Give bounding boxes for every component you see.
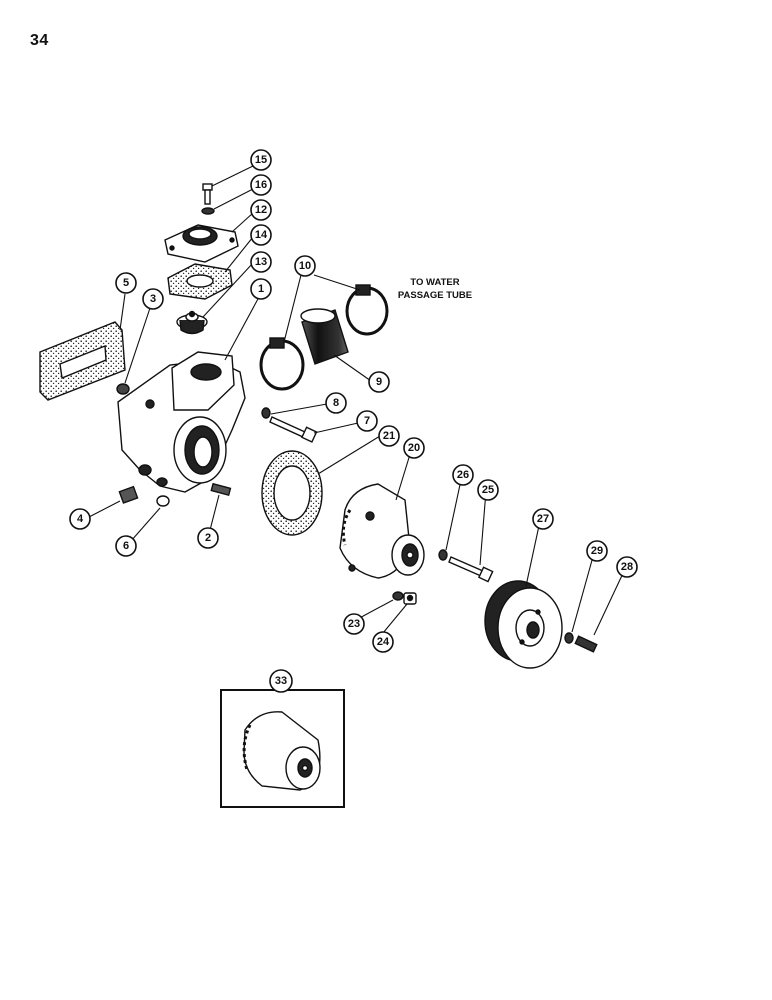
callout-2: 2: [197, 527, 219, 549]
pulley-27: [484, 580, 563, 669]
callout-7: 7: [356, 410, 378, 432]
callout-13: 13: [250, 251, 272, 273]
svg-text:2: 2: [205, 532, 211, 544]
thermostat-housing-12: [164, 224, 239, 263]
note-line-1: TO WATER: [410, 277, 460, 288]
water-passage-note: TO WATER PASSAGE TUBE: [383, 276, 487, 302]
stud-2: [210, 482, 232, 497]
gasket-14: [167, 263, 233, 300]
hose-clamp-10-upper: [345, 284, 389, 336]
washer-23: [392, 591, 404, 601]
washer-16: [201, 207, 215, 215]
svg-text:10: 10: [299, 260, 311, 272]
leader-lines: [88, 165, 626, 636]
callout-28: 28: [616, 556, 638, 578]
plug-3: [116, 383, 130, 395]
svg-text:16: 16: [255, 179, 267, 191]
callout-23: 23: [343, 613, 365, 635]
svg-text:7: 7: [364, 415, 370, 427]
o-ring-6: [156, 495, 170, 507]
washer-8: [261, 407, 271, 419]
svg-text:9: 9: [376, 376, 382, 388]
svg-text:27: 27: [537, 513, 549, 525]
callout-5: 5: [115, 272, 137, 294]
svg-text:13: 13: [255, 256, 267, 268]
svg-text:1: 1: [258, 283, 264, 295]
callout-4: 4: [69, 508, 91, 530]
hose-clamp-10-lower: [259, 337, 305, 391]
bolt-25: [448, 556, 494, 583]
svg-text:5: 5: [123, 277, 129, 289]
thermostat-13: [176, 310, 208, 335]
bolt-7: [269, 416, 318, 443]
callout-8: 8: [325, 392, 347, 414]
pump-housing-1: [117, 351, 246, 493]
svg-text:28: 28: [621, 561, 633, 573]
washer-29: [564, 632, 574, 644]
callout-14: 14: [250, 224, 272, 246]
svg-text:33: 33: [275, 675, 287, 687]
water-pump-20: [339, 483, 425, 579]
callout-3: 3: [142, 288, 164, 310]
gasket-21: [261, 450, 323, 536]
callout-21: 21: [378, 425, 400, 447]
nut-24: [403, 592, 417, 605]
svg-text:23: 23: [348, 618, 360, 630]
callout-20: 20: [403, 437, 425, 459]
svg-text:12: 12: [255, 204, 267, 216]
svg-text:15: 15: [255, 154, 267, 166]
svg-text:4: 4: [77, 513, 84, 525]
svg-text:14: 14: [255, 229, 268, 241]
callout-25: 25: [477, 479, 499, 501]
bolt-28: [574, 635, 598, 653]
callout-33: 33: [269, 669, 293, 693]
callout-16: 16: [250, 174, 272, 196]
plug-4: [118, 485, 139, 504]
svg-text:21: 21: [383, 430, 395, 442]
pump-assembly-33-inset: [220, 689, 345, 808]
page-number: 34: [30, 32, 49, 49]
svg-text:8: 8: [333, 397, 339, 409]
svg-text:3: 3: [150, 293, 156, 305]
svg-text:29: 29: [591, 545, 603, 557]
gasket-5: [39, 321, 126, 401]
callout-29: 29: [586, 540, 608, 562]
note-line-2: PASSAGE TUBE: [397, 290, 473, 301]
svg-text:26: 26: [457, 469, 469, 481]
hose-9: [300, 308, 349, 365]
callout-27: 27: [532, 508, 554, 530]
callout-12: 12: [250, 199, 272, 221]
svg-text:6: 6: [123, 540, 129, 552]
washer-26: [438, 549, 448, 561]
callout-1: 1: [250, 278, 272, 300]
callout-26: 26: [452, 464, 474, 486]
callout-15: 15: [250, 149, 272, 171]
callout-10: 10: [294, 255, 316, 277]
svg-text:24: 24: [377, 636, 390, 648]
svg-text:25: 25: [482, 484, 494, 496]
callout-24: 24: [372, 631, 394, 653]
callout-6: 6: [115, 535, 137, 557]
bolt-15: [202, 183, 213, 205]
svg-text:20: 20: [408, 442, 420, 454]
callout-9: 9: [368, 371, 390, 393]
